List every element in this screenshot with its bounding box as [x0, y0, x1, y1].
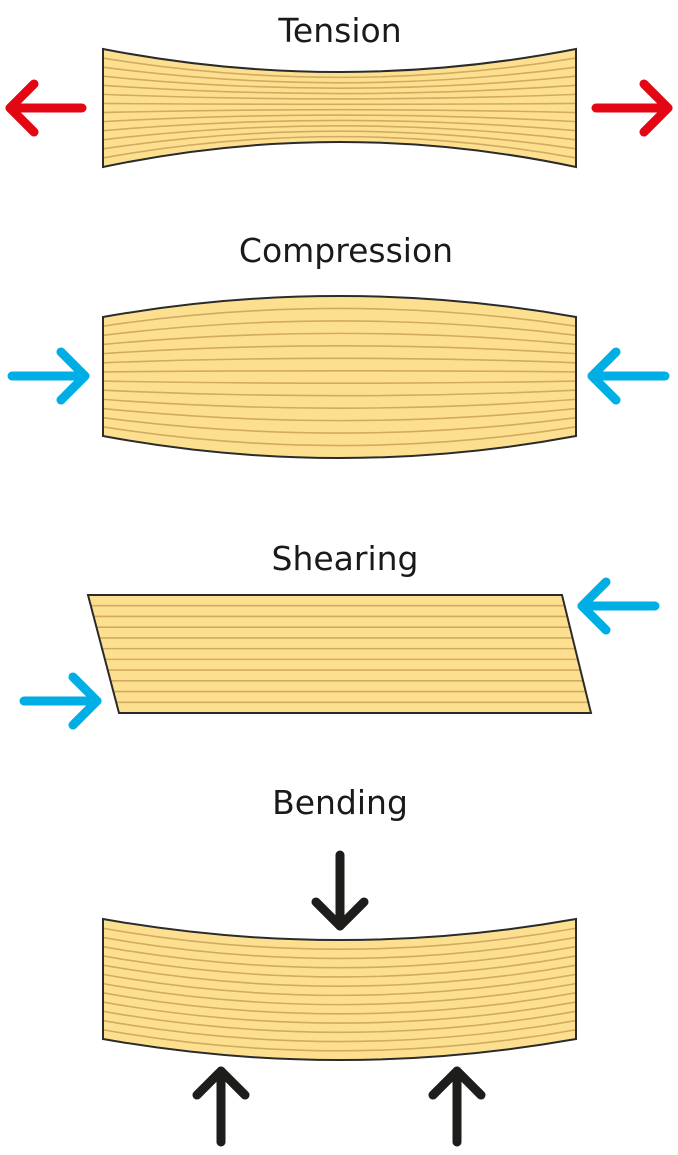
tension-block — [103, 49, 576, 167]
shearing-top-arrow-icon — [577, 577, 611, 635]
tension-grain-line — [102, 114, 577, 123]
bending-grain-line — [102, 1010, 577, 1034]
compression-grain-line — [102, 426, 577, 447]
bending-grain-line — [102, 992, 577, 1015]
bending-bottom-right-arrow-icon — [428, 1066, 486, 1100]
compression-right-arrow-icon — [587, 347, 621, 405]
compression-grain-line — [102, 398, 577, 409]
compression-grain-line — [102, 320, 577, 337]
shearing-bottom-arrow-icon — [68, 672, 102, 730]
compression-grain-line — [102, 369, 577, 373]
compression-grain-line — [102, 332, 577, 346]
bending-grain-line — [102, 1028, 577, 1052]
bending-grain-line — [102, 982, 577, 1006]
bending-outline — [102, 917, 577, 1061]
shearing-block — [88, 595, 591, 713]
bending-grain-line — [102, 1019, 577, 1043]
tension-grain-line — [102, 130, 577, 150]
tension-left-arrow-icon — [5, 79, 39, 137]
bending-grain-line — [102, 945, 577, 969]
bending-grain-line — [102, 955, 577, 978]
compression-left-arrow-icon — [56, 347, 90, 405]
tension-grain-line — [102, 108, 577, 114]
bending-grain-line — [102, 936, 577, 960]
bending-grain-line — [102, 964, 577, 987]
tension-title: Tension — [277, 11, 401, 50]
compression-outline — [102, 295, 577, 459]
tension-grain-line — [102, 75, 577, 89]
tension-grain-line — [102, 119, 577, 132]
compression-grain-line — [102, 389, 577, 397]
compression-grain-line — [102, 380, 577, 385]
tension-outline — [102, 47, 577, 169]
tension-grain-line — [102, 57, 577, 79]
tension-grain-line — [102, 125, 577, 141]
tension-grain-line — [102, 93, 577, 100]
bending-grain-line — [102, 973, 577, 997]
compression-grain-line — [102, 416, 577, 434]
compression-grain-line — [102, 407, 577, 422]
compression-grain-line — [102, 357, 577, 364]
tension-grain-line — [102, 135, 577, 159]
tension-grain-line — [102, 102, 577, 106]
compression-title: Compression — [239, 231, 453, 270]
shearing-outline — [86, 594, 593, 714]
bending-block — [103, 919, 576, 1060]
bending-grain-line — [102, 1001, 577, 1024]
tension-grain-line — [102, 84, 577, 95]
bending-grain-line — [102, 927, 577, 951]
tension-grain-line — [102, 66, 577, 84]
bending-top-arrow-icon — [311, 897, 369, 931]
compression-grain-line — [102, 307, 577, 327]
compression-grain-line — [102, 345, 577, 355]
shearing-title: Shearing — [272, 539, 419, 578]
tension-right-arrow-icon — [639, 79, 673, 137]
bending-bottom-left-arrow-icon — [192, 1066, 250, 1100]
bending-title: Bending — [272, 783, 408, 822]
